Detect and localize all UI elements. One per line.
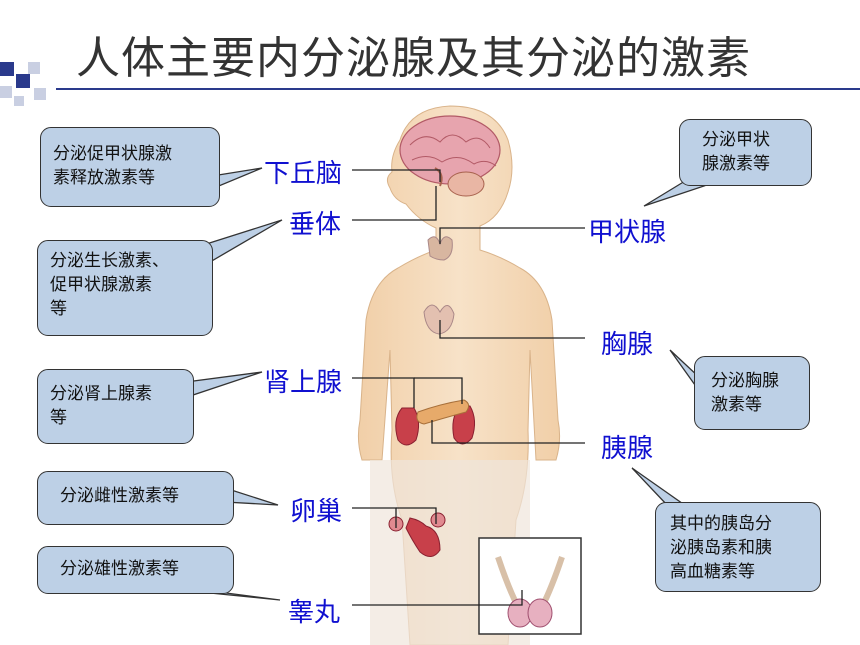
page-title: 人体主要内分泌腺及其分泌的激素 (76, 33, 751, 84)
callout-pituitary: 分泌生长激素、 促甲状腺激素 等 (37, 240, 213, 336)
callout-text: 分泌甲状 (702, 130, 770, 150)
callout-text: 腺激素等 (702, 154, 770, 174)
callout-text: 分泌肾上腺素 (50, 384, 152, 404)
testis-inset (478, 537, 582, 635)
callout-testis: 分泌雄性激素等 (37, 546, 234, 594)
label-testis: 睾丸 (288, 598, 341, 628)
callout-text: 分泌生长激素、 (50, 251, 169, 271)
label-hypothalamus: 下丘脑 (264, 159, 343, 189)
callout-text: 分泌胸腺 (711, 371, 779, 391)
label-adrenal: 肾上腺 (264, 368, 343, 398)
callout-text: 激素等 (711, 395, 762, 415)
human-body-illustration (357, 105, 561, 645)
callout-thymus: 分泌胸腺 激素等 (694, 356, 810, 430)
title-underline (56, 88, 860, 90)
label-pancreas: 胰腺 (601, 434, 654, 464)
callout-ovary: 分泌雌性激素等 (37, 471, 234, 525)
callout-adrenal: 分泌肾上腺素 等 (37, 369, 194, 444)
callout-text: 等 (50, 299, 67, 319)
callout-pancreas: 其中的胰岛分 泌胰岛素和胰 高血糖素等 (655, 502, 821, 592)
callout-text: 高血糖素等 (670, 562, 755, 582)
callout-text: 泌胰岛素和胰 (670, 538, 772, 558)
label-pituitary: 垂体 (289, 210, 342, 240)
callout-text: 分泌促甲状腺激 (53, 144, 172, 164)
decorative-squares (0, 62, 46, 106)
callout-hypothalamus: 分泌促甲状腺激 素释放激素等 (40, 127, 220, 207)
callout-text: 分泌雄性激素等 (60, 559, 179, 579)
callout-text: 促甲状腺激素 (50, 275, 152, 295)
label-ovary: 卵巢 (290, 497, 343, 527)
callout-text: 等 (50, 408, 67, 428)
callout-thyroid: 分泌甲状 腺激素等 (679, 119, 812, 186)
callout-text: 分泌雌性激素等 (60, 486, 179, 506)
label-thyroid: 甲状腺 (588, 218, 667, 248)
callout-text: 素释放激素等 (53, 168, 155, 188)
label-thymus: 胸腺 (601, 330, 654, 360)
callout-text: 其中的胰岛分 (670, 514, 772, 534)
